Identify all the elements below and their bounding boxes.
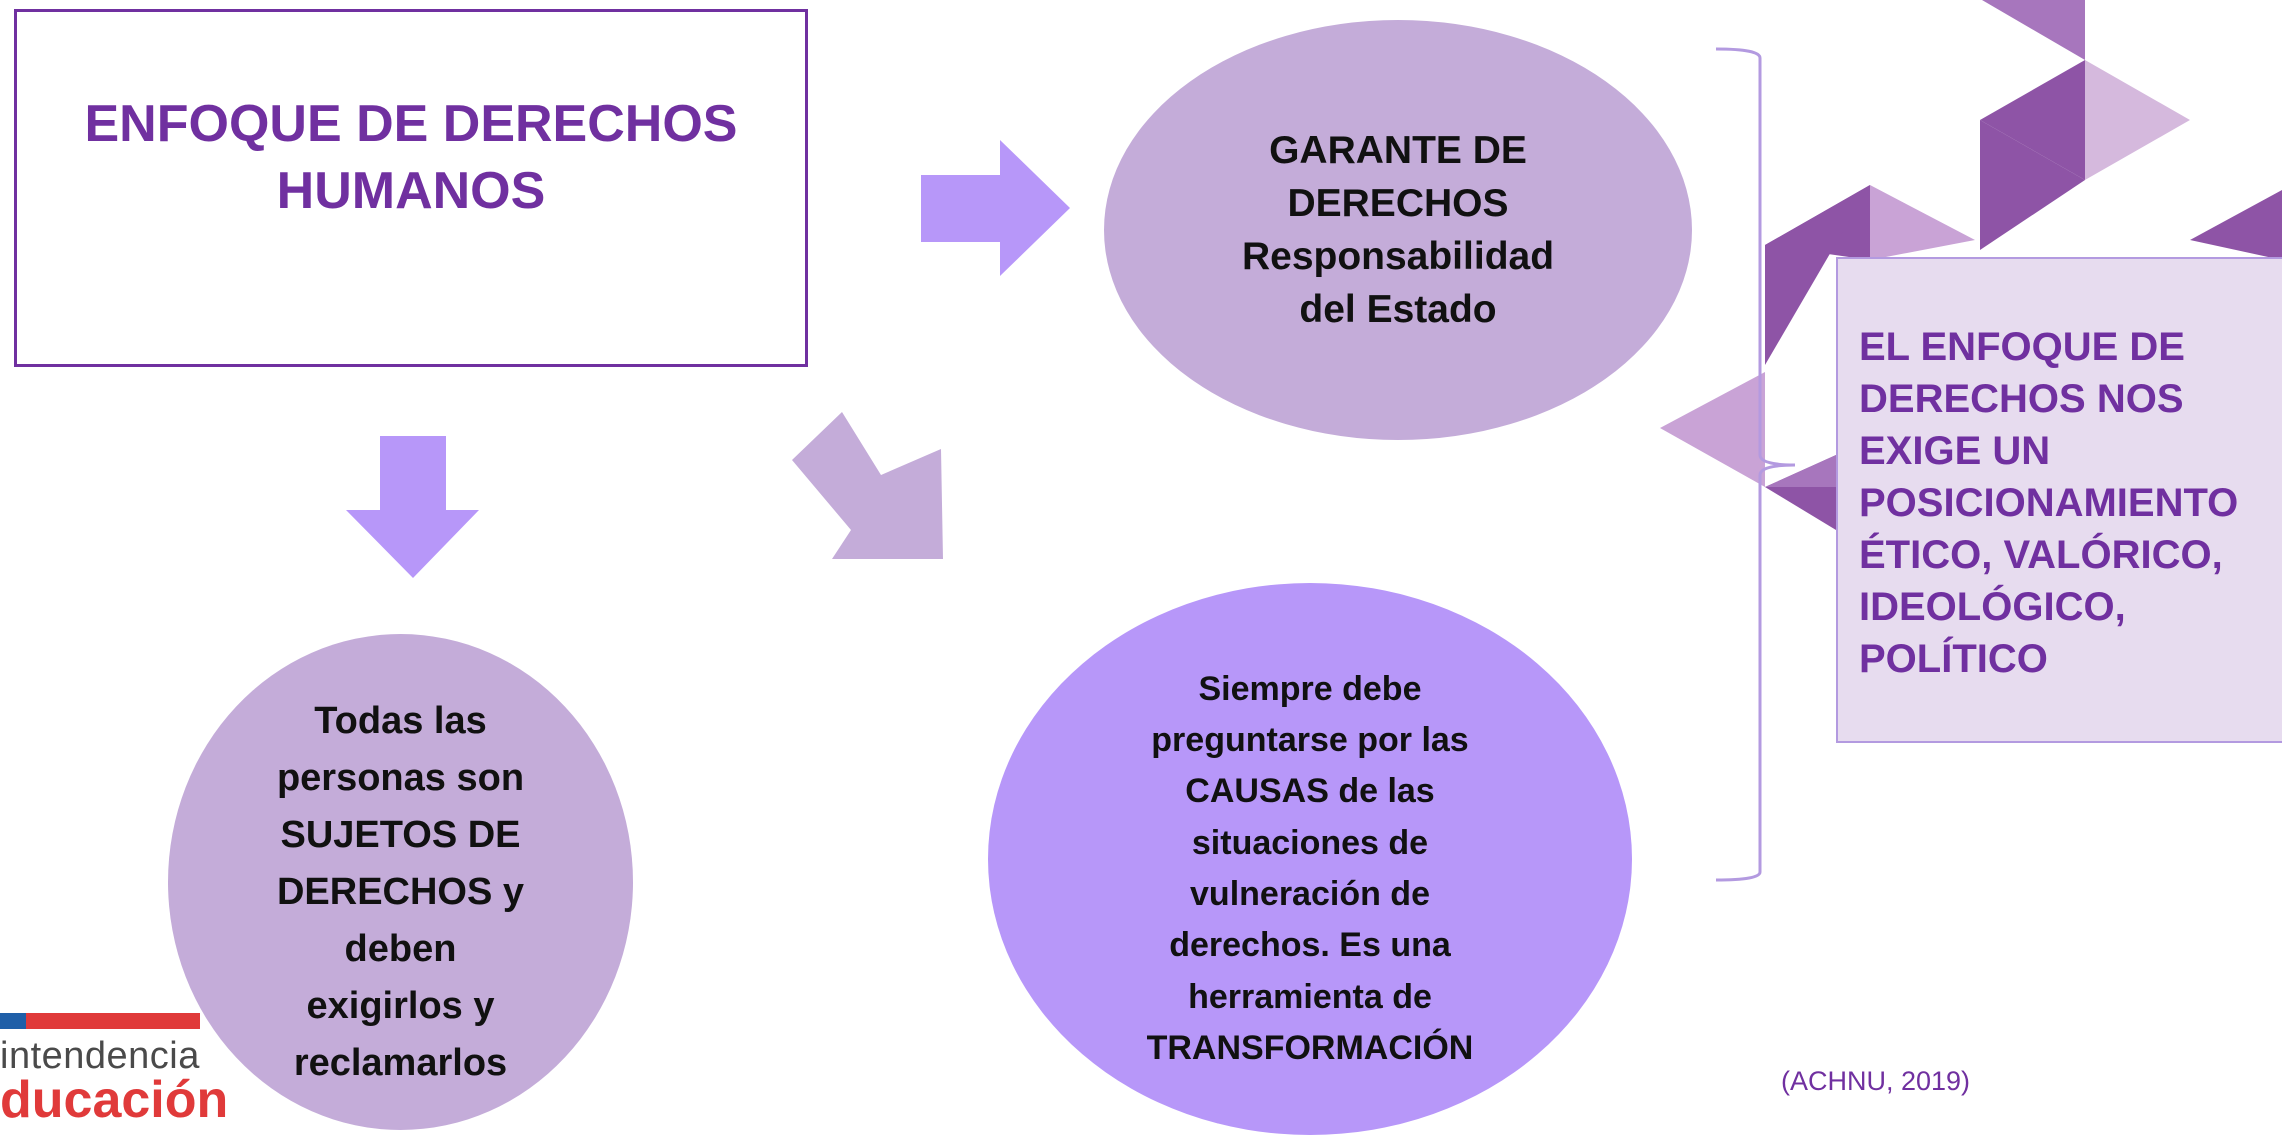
side-line: POLÍTICO	[1859, 637, 2048, 681]
causas-line: situaciones de	[1191, 823, 1429, 862]
side-line: EL ENFOQUE DE	[1859, 325, 2185, 369]
causas-line: Siempre debe	[1198, 669, 1422, 708]
title-line: HUMANOS	[276, 162, 546, 220]
arrow-down-icon	[346, 436, 479, 578]
side-box: EL ENFOQUE DE DERECHOS NOS EXIGE UN POSI…	[1836, 257, 2282, 743]
logo-flag-bar	[0, 1013, 200, 1029]
causas-line: herramienta de	[1188, 977, 1432, 1016]
page-title: ENFOQUE DE DERECHOS HUMANOS	[85, 91, 738, 224]
bracket-icon	[1715, 47, 1796, 882]
title-line: ENFOQUE DE DERECHOS	[84, 95, 738, 154]
arrow-diagonal-icon	[792, 412, 943, 559]
side-line: POSICIONAMIENTO	[1859, 481, 2239, 525]
side-line: ÉTICO, VALÓRICO,	[1859, 533, 2223, 577]
causas-text: Siempre debe preguntarse por las CAUSAS …	[1120, 644, 1500, 1075]
deco-triangle	[1982, 0, 2085, 60]
sujetos-text: Todas las personas son SUJETOS DE DERECH…	[251, 673, 551, 1092]
sujetos-line: reclamarlos	[293, 1041, 508, 1084]
garante-line: Responsabilidad	[1241, 235, 1555, 278]
deco-triangle	[1980, 120, 2085, 250]
deco-triangle	[2190, 190, 2282, 260]
causas-line: TRANSFORMACIÓN	[1146, 1028, 1474, 1067]
deco-triangle	[2085, 60, 2190, 180]
garante-line: DERECHOS	[1287, 181, 1509, 225]
garante-line: del Estado	[1299, 288, 1497, 332]
logo-text: ducación	[0, 1071, 229, 1129]
sujetos-line: deben	[344, 927, 457, 970]
arrow-right-icon	[921, 140, 1070, 276]
sujetos-line: Todas las	[314, 699, 487, 742]
sujetos-line: personas son	[276, 756, 525, 799]
deco-triangle	[1870, 185, 1975, 260]
sujetos-line: exigirlos y	[306, 984, 495, 1027]
sujetos-line: DERECHOS y	[276, 870, 525, 913]
side-box-text: EL ENFOQUE DE DERECHOS NOS EXIGE UN POSI…	[1859, 321, 2282, 685]
garante-text: GARANTE DE DERECHOS Responsabilidad del …	[1218, 124, 1578, 336]
causas-line: derechos. Es una	[1169, 926, 1451, 965]
causas-line: preguntarse por las	[1151, 721, 1469, 760]
deco-triangle	[1765, 185, 1870, 365]
causas-line: vulneración de	[1190, 875, 1430, 913]
deco-triangle	[1660, 372, 1765, 487]
garante-ellipse: GARANTE DE DERECHOS Responsabilidad del …	[1104, 20, 1692, 440]
side-line: IDEOLÓGICO,	[1859, 585, 2126, 629]
garante-line: GARANTE DE	[1269, 128, 1527, 172]
side-line: EXIGE UN	[1859, 429, 2051, 473]
sujetos-ellipse: Todas las personas son SUJETOS DE DERECH…	[168, 634, 633, 1130]
deco-triangle	[1765, 455, 1836, 487]
deco-triangle	[1980, 60, 2085, 180]
citation: (ACHNU, 2019)	[1781, 1066, 1971, 1096]
title-box: ENFOQUE DE DERECHOS HUMANOS	[14, 9, 808, 367]
causas-ellipse: Siempre debe preguntarse por las CAUSAS …	[988, 583, 1632, 1135]
logo-text: intendencia	[0, 1035, 200, 1077]
causas-line: CAUSAS de las	[1185, 772, 1435, 811]
sujetos-line: SUJETOS DE	[280, 813, 521, 856]
side-line: DERECHOS NOS	[1859, 377, 2184, 421]
